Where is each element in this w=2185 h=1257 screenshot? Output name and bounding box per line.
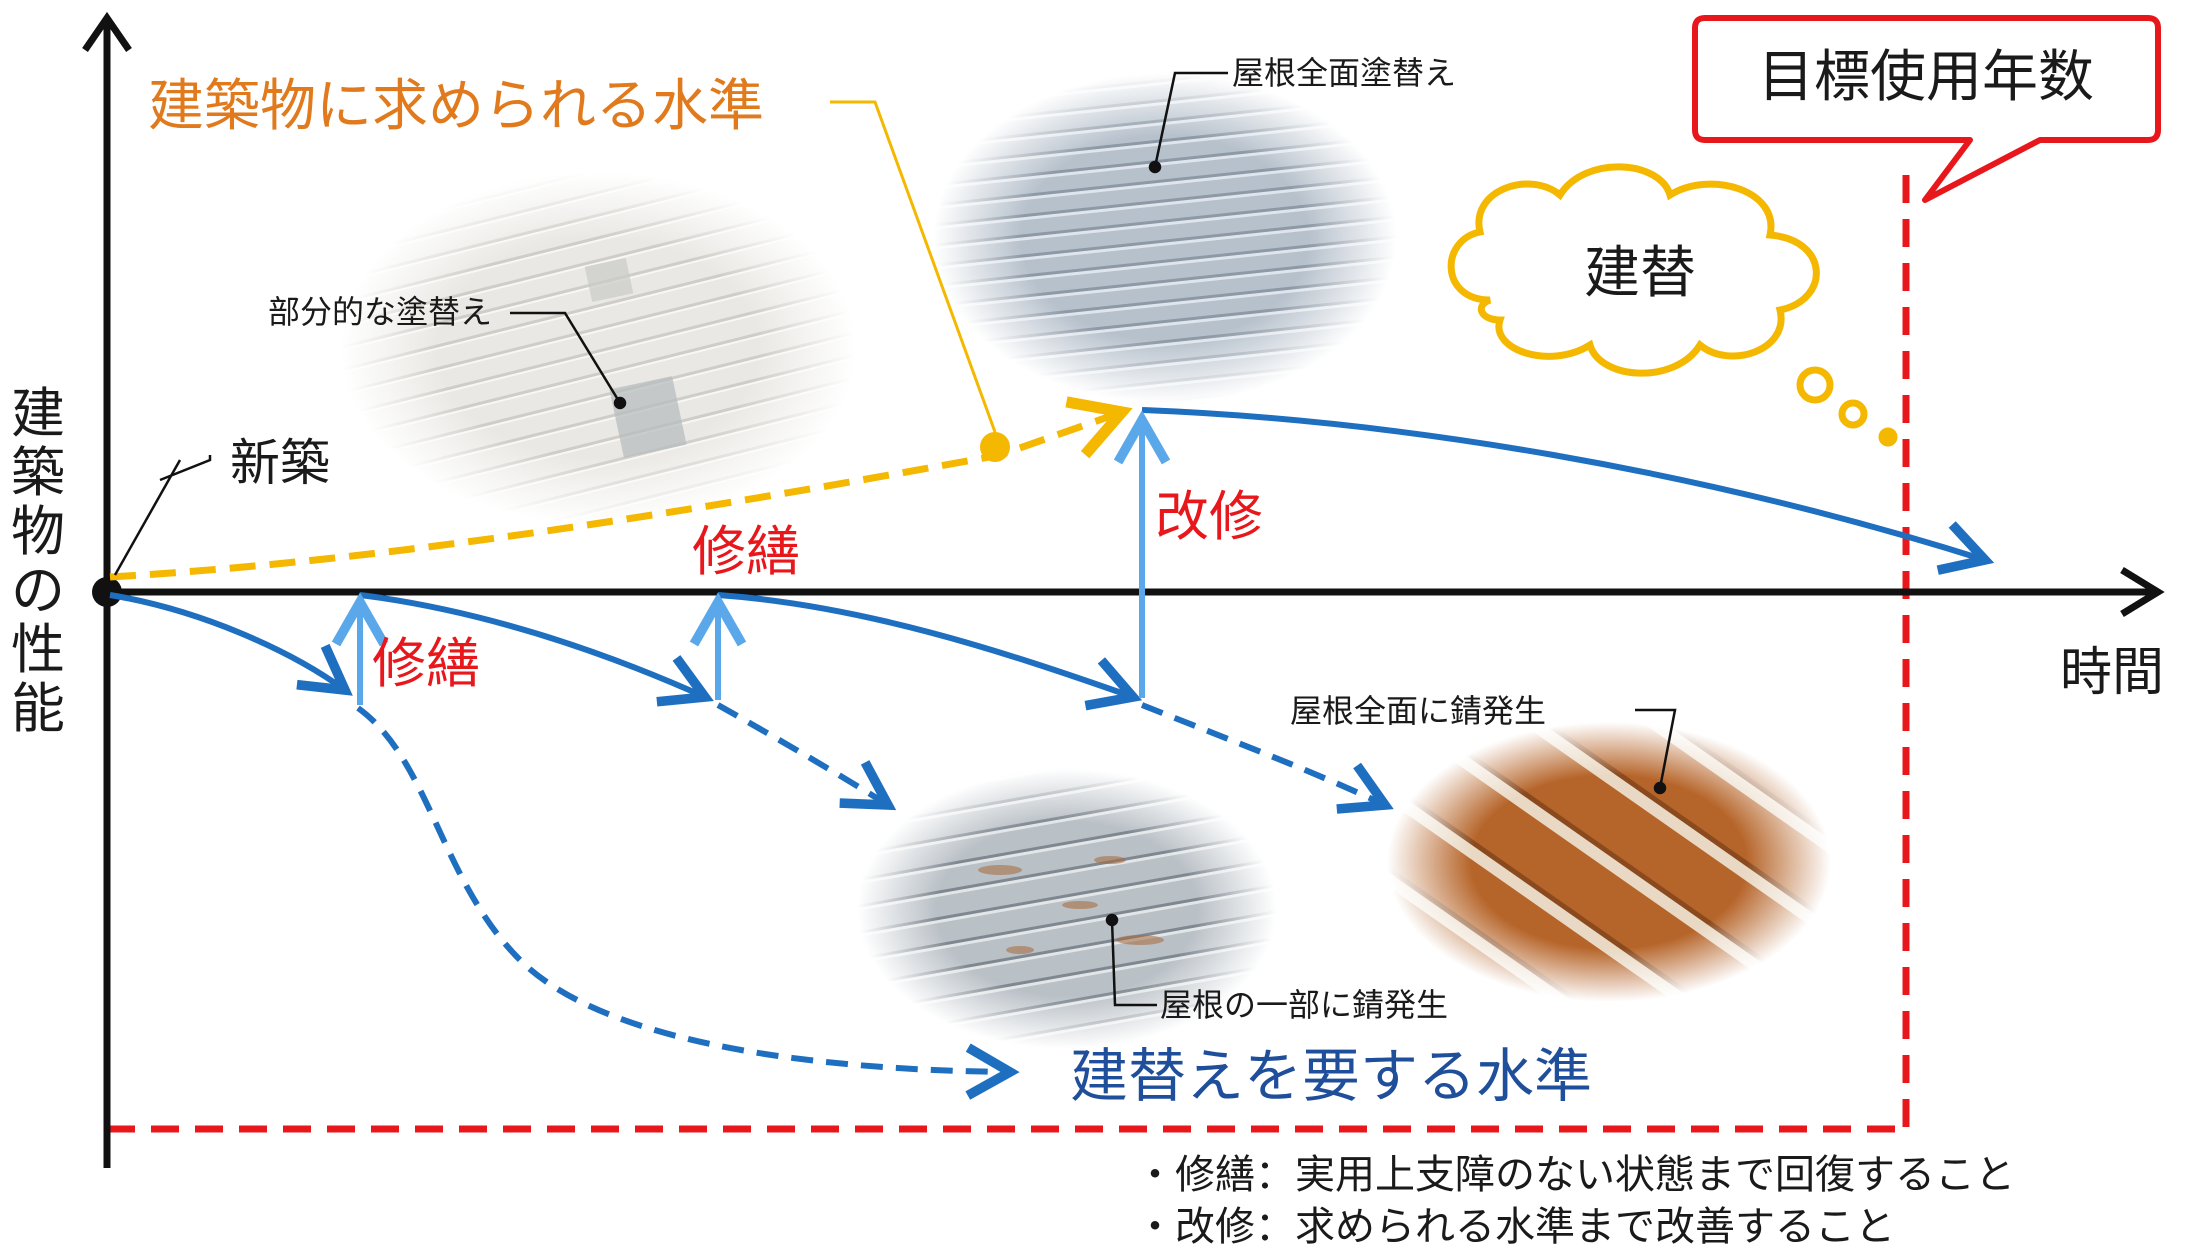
renovation-label: 改修 [1155,485,1263,548]
rebuild-level-label: 建替えを要する水準 [1070,1042,1592,1110]
x-axis-arrowhead [2120,567,2165,617]
caption-partial-repaint: 部分的な塗替え [268,293,492,331]
x-axis-label: 時間 [2060,643,2164,703]
photo-partial-repaint [340,172,856,524]
y-axis-label-char: の [11,559,65,622]
rebuild-bubble-label: 建替 [1584,241,1696,306]
required-level-label: 建築物に求められる水準 [148,74,764,139]
curve-segment-2 [359,592,714,707]
caption-full-repaint: 屋根全面塗替え [1232,54,1456,92]
curve-segment-1 [109,592,353,696]
curve-segment-4 [1141,407,1995,575]
required-level-leader [830,100,997,433]
y-axis-arrowhead [82,11,132,52]
photo-full-rust [1387,722,1831,1002]
required-level-curve [109,100,1133,581]
y-axis-label-char: 能 [11,677,65,740]
note-repair: ・修繕：実用上支障のない状態まで回復すること [1135,1152,2015,1198]
target-years-label: 目標使用年数 [1758,45,2094,110]
caption-full-rust: 屋根全面に錆発生 [1290,692,1546,730]
repair-arrows [331,410,1171,705]
y-axis-label-char: 性 [11,618,65,681]
photo-full-repaint [933,73,1397,403]
photo-partial-rust [857,769,1277,1049]
y-axis-label-char: 物 [11,500,65,563]
axes [82,11,2165,1168]
origin-point [92,577,122,607]
new-build-label: 新築 [230,434,330,492]
caption-partial-rust: 屋根の一部に錆発生 [1160,986,1448,1024]
y-axis-label-char: 建 [11,382,65,445]
curve-segment-3 [717,592,1143,711]
note-renovation: ・改修：求められる水準まで改善すること [1135,1204,1895,1250]
required-level-marker [980,432,1010,462]
degradation-curves [109,407,1995,1100]
caption-leaders [113,71,1677,1007]
projection-to-rebuild [356,705,1020,1100]
repair-label-upper: 修繕 [692,520,800,583]
target-years-callout: 目標使用年数 [1692,15,2161,203]
projection-3 [1140,702,1394,814]
rebuild-thought-bubble: 建替 [1447,163,1898,447]
repair-label-lower: 修繕 [372,632,480,695]
projection-2 [716,702,897,811]
target-years-frame [107,175,1910,1133]
y-axis-label-char: 築 [11,441,65,504]
